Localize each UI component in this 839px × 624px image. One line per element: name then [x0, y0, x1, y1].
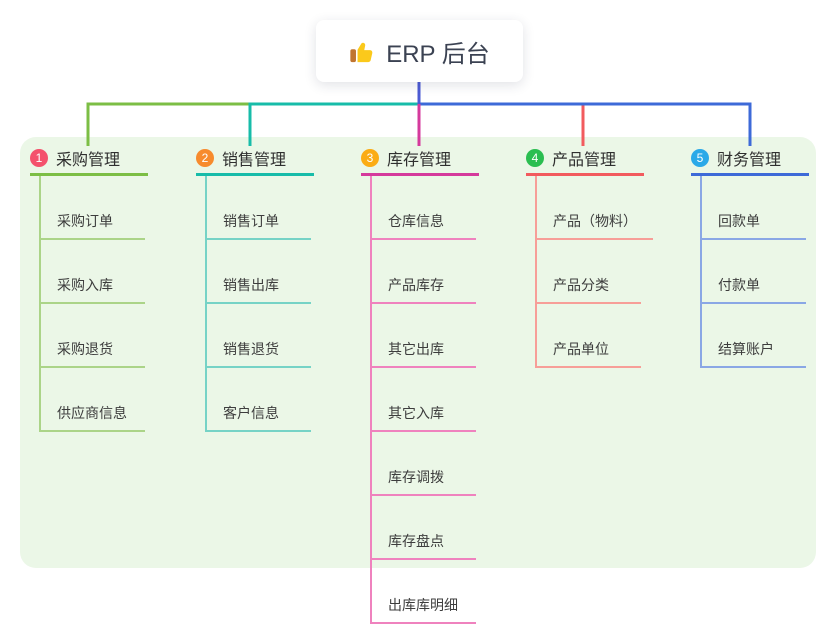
node-sales-return[interactable]: 销售退货 [207, 304, 311, 368]
node-warehouse-info[interactable]: 仓库信息 [372, 176, 476, 240]
node-sales-outbound[interactable]: 销售出库 [207, 240, 311, 304]
branch-label: 库存管理 [387, 152, 452, 169]
branch-title-inventory[interactable]: 3 库存管理 [361, 146, 479, 176]
badge-1: 1 [30, 149, 48, 167]
branch-children: 销售订单 销售出库 销售退货 客户信息 [205, 176, 311, 432]
branch-finance: 5 财务管理 回款单 付款单 结算账户 [691, 146, 809, 368]
node-sales-order[interactable]: 销售订单 [207, 176, 311, 240]
mindmap-panel [20, 137, 816, 568]
node-receipt-bill[interactable]: 回款单 [702, 176, 806, 240]
branch-label: 采购管理 [56, 152, 121, 169]
root-node[interactable]: ERP 后台 [316, 20, 523, 82]
thumbs-up-icon [350, 42, 373, 62]
branch-inventory: 3 库存管理 仓库信息 产品库存 其它出库 其它入库 库存调拨 库存盘点 出库库… [361, 146, 479, 624]
branch-children: 回款单 付款单 结算账户 [700, 176, 806, 368]
node-stock-transfer[interactable]: 库存调拨 [372, 432, 476, 496]
node-other-inbound[interactable]: 其它入库 [372, 368, 476, 432]
badge-3: 3 [361, 149, 379, 167]
branch-label: 财务管理 [717, 152, 782, 169]
node-inout-detail[interactable]: 出库库明细 [372, 560, 476, 624]
node-supplier-info[interactable]: 供应商信息 [41, 368, 145, 432]
branch-product: 4 产品管理 产品（物料） 产品分类 产品单位 [526, 146, 653, 368]
branch-children: 仓库信息 产品库存 其它出库 其它入库 库存调拨 库存盘点 出库库明细 [370, 176, 476, 624]
node-product-material[interactable]: 产品（物料） [537, 176, 653, 240]
branch-children: 采购订单 采购入库 采购退货 供应商信息 [39, 176, 145, 432]
node-product-category[interactable]: 产品分类 [537, 240, 641, 304]
branch-sales: 2 销售管理 销售订单 销售出库 销售退货 客户信息 [196, 146, 314, 432]
badge-5: 5 [691, 149, 709, 167]
branch-label: 产品管理 [552, 152, 617, 169]
branch-title-product[interactable]: 4 产品管理 [526, 146, 644, 176]
node-purchase-return[interactable]: 采购退货 [41, 304, 145, 368]
badge-2: 2 [196, 149, 214, 167]
node-purchase-order[interactable]: 采购订单 [41, 176, 145, 240]
node-stock-count[interactable]: 库存盘点 [372, 496, 476, 560]
node-product-stock[interactable]: 产品库存 [372, 240, 476, 304]
node-customer-info[interactable]: 客户信息 [207, 368, 311, 432]
node-settlement-account[interactable]: 结算账户 [702, 304, 806, 368]
branch-purchase: 1 采购管理 采购订单 采购入库 采购退货 供应商信息 [30, 146, 148, 432]
branch-title-finance[interactable]: 5 财务管理 [691, 146, 809, 176]
node-purchase-inbound[interactable]: 采购入库 [41, 240, 145, 304]
branch-title-sales[interactable]: 2 销售管理 [196, 146, 314, 176]
branch-label: 销售管理 [222, 152, 287, 169]
badge-4: 4 [526, 149, 544, 167]
branch-children: 产品（物料） 产品分类 产品单位 [535, 176, 653, 368]
node-other-outbound[interactable]: 其它出库 [372, 304, 476, 368]
branch-title-purchase[interactable]: 1 采购管理 [30, 146, 148, 176]
root-label: ERP 后台 [386, 40, 490, 68]
node-payment-bill[interactable]: 付款单 [702, 240, 806, 304]
node-product-unit[interactable]: 产品单位 [537, 304, 641, 368]
